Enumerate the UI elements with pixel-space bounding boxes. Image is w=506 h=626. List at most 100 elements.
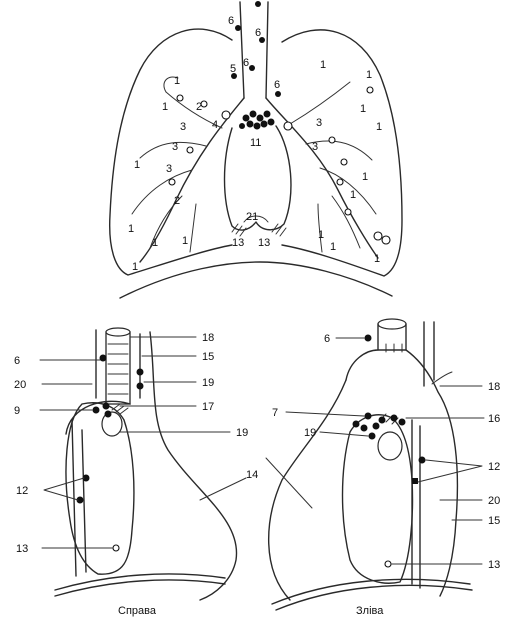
- label-6: 6: [274, 79, 280, 91]
- node-19-left: [369, 433, 376, 440]
- label-6: 6: [14, 355, 20, 367]
- node-open: [374, 232, 382, 240]
- label-18: 18: [202, 332, 214, 344]
- label-1: 1: [182, 235, 188, 247]
- label-12: 12: [16, 485, 28, 497]
- node-open: [341, 159, 347, 165]
- label-13: 13: [488, 559, 500, 571]
- right-side-mediastinum-view: 6 20 9 12 13 18 15 19 17 19 14 Справа: [14, 328, 258, 617]
- left-side-mediastinum-view: 6 7 19 18 16 12 20 15 13 Зліва: [266, 319, 500, 617]
- node-13-right: [113, 545, 119, 551]
- node-19-right: [137, 383, 144, 390]
- label-1: 1: [360, 103, 366, 115]
- label-1: 1: [362, 171, 368, 183]
- label-2: 2: [174, 195, 180, 207]
- label-3: 3: [166, 163, 172, 175]
- node-6-left: [365, 335, 372, 342]
- label-19: 19: [236, 427, 248, 439]
- label-1: 1: [152, 237, 158, 249]
- node-12-left: [412, 478, 418, 484]
- trachea: [240, 2, 268, 98]
- label-1: 1: [376, 121, 382, 133]
- trachea-right-view: [106, 332, 130, 404]
- node-cluster-subcarinal: [239, 111, 275, 130]
- node-16-left: [373, 423, 380, 430]
- node-16-left: [391, 415, 398, 422]
- aortic-arch: [346, 350, 457, 596]
- label-12: 12: [488, 461, 500, 473]
- node-16-left: [361, 425, 368, 432]
- node-6-b: [235, 25, 241, 31]
- label-1: 1: [320, 59, 326, 71]
- node-6-right: [100, 355, 107, 362]
- right-lung-medial: [150, 332, 237, 600]
- label-17: 17: [202, 401, 214, 413]
- trachea-left-view: [378, 319, 406, 329]
- node-19-right: [137, 369, 144, 376]
- node-4-right: [222, 111, 230, 119]
- label-13: 13: [16, 543, 28, 555]
- label-1: 1: [318, 229, 324, 241]
- diaphragm-right: [55, 574, 225, 590]
- node-12-left: [419, 457, 426, 464]
- right-lung-outline: [110, 29, 232, 275]
- label-3: 3: [312, 141, 318, 153]
- label-13: 13: [258, 237, 270, 249]
- label-3: 3: [316, 117, 322, 129]
- node-5-b: [249, 65, 255, 71]
- label-1: 1: [134, 159, 140, 171]
- label-1: 1: [366, 69, 372, 81]
- hilum-left: [378, 432, 402, 460]
- node-open: [367, 87, 373, 93]
- label-4: 4: [212, 119, 218, 131]
- node-open: [329, 137, 335, 143]
- label-15: 15: [488, 515, 500, 527]
- label-3: 3: [172, 141, 178, 153]
- node-open: [337, 179, 343, 185]
- label-1: 1: [162, 101, 168, 113]
- label-18: 18: [488, 381, 500, 393]
- node-open: [177, 95, 183, 101]
- label-14: 14: [246, 469, 258, 481]
- label-1: 1: [132, 261, 138, 273]
- node-open: [345, 209, 351, 215]
- label-1: 1: [330, 241, 336, 253]
- node-9-right: [103, 403, 110, 410]
- node-6-a: [255, 1, 261, 7]
- node-7-left: [365, 413, 372, 420]
- node-9-right: [105, 411, 112, 418]
- node-open: [169, 179, 175, 185]
- label-9: 9: [14, 405, 20, 417]
- lungs-frontal-view: 6 6 5 6 6 1 1 2 4 3 3 1 3 2 1 1 1 1 11 2…: [110, 1, 402, 298]
- node-16-left: [353, 421, 360, 428]
- label-11: 11: [250, 137, 261, 149]
- node-4-left: [284, 122, 292, 130]
- heart-left-view: [343, 415, 413, 583]
- label-6: 6: [255, 27, 261, 39]
- label-20: 20: [14, 379, 26, 391]
- diaphragm: [120, 262, 392, 298]
- label-20: 20: [488, 495, 500, 507]
- label-6: 6: [243, 57, 249, 69]
- label-3: 3: [180, 121, 186, 133]
- label-1: 1: [374, 253, 380, 265]
- label-1: 1: [350, 189, 356, 201]
- label-16: 16: [488, 413, 500, 425]
- label-15: 15: [202, 351, 214, 363]
- node-16-left: [379, 417, 386, 424]
- node-9-right: [93, 407, 100, 414]
- label-1: 1: [128, 223, 134, 235]
- label-13: 13: [232, 237, 244, 249]
- label-19: 19: [304, 427, 316, 439]
- node-6-d: [275, 91, 281, 97]
- caption-right: Справа: [118, 605, 157, 617]
- label-5: 5: [230, 63, 236, 75]
- node-open: [382, 236, 390, 244]
- caption-left: Зліва: [356, 605, 384, 617]
- label-6: 6: [324, 333, 330, 345]
- node-13-left: [385, 561, 391, 567]
- label-2: 2: [196, 101, 202, 113]
- label-19: 19: [202, 377, 214, 389]
- label-7: 7: [272, 407, 278, 419]
